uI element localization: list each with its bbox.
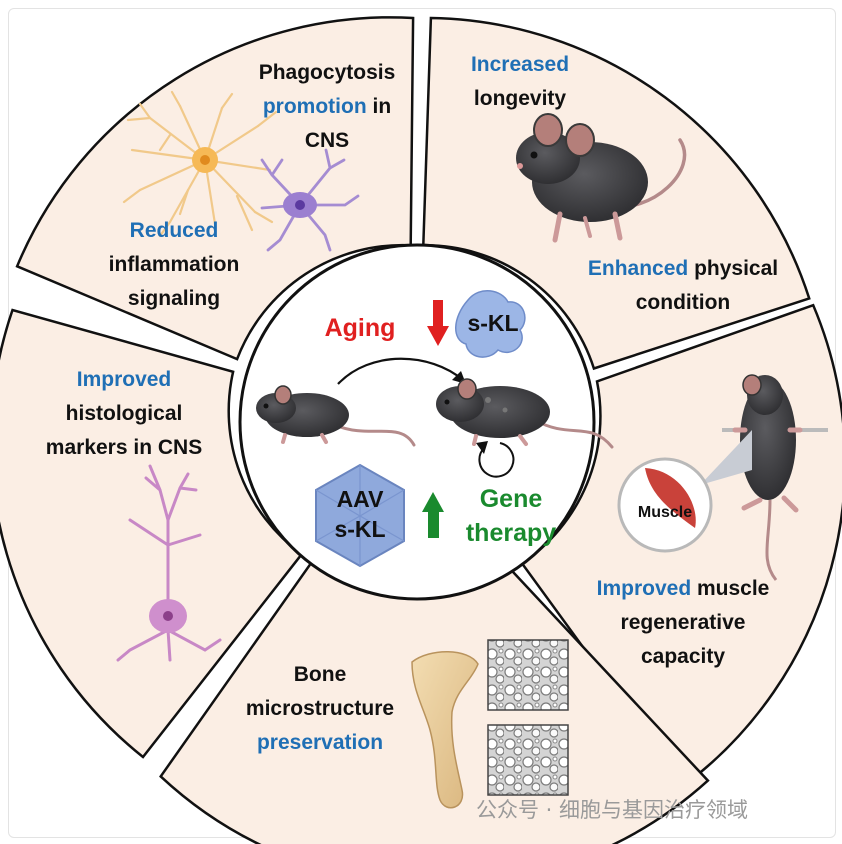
bone-line2: microstructure <box>245 697 395 720</box>
skl-label: s-KL <box>467 310 519 336</box>
bone-micro-image-top <box>487 639 569 711</box>
skl-protein-blob <box>455 290 526 358</box>
neuron-illustration <box>116 464 222 662</box>
phago-line1: Phagocytosis <box>258 61 396 84</box>
label-physical: Enhanced physical condition <box>566 252 800 320</box>
longevity-highlight: Increased <box>470 53 570 76</box>
microglia-illustration <box>260 148 360 252</box>
watermark-text: 公众号 · 细胞与基因治疗领域 <box>476 798 749 822</box>
physical-highlight: Enhanced <box>587 257 689 280</box>
label-muscle: Improved muscle regenerative capacity <box>572 572 794 674</box>
decrease-arrow <box>427 300 449 346</box>
aav-line2: s-KL <box>334 516 386 542</box>
aging-label: Aging <box>324 314 396 342</box>
inflam-highlight: Reduced <box>129 219 219 242</box>
aav-line1: AAV <box>336 486 384 512</box>
astrocyte-illustration <box>122 90 278 238</box>
aav-label: AAV s-KL <box>322 484 398 544</box>
physical-line1-rest: physical <box>688 257 779 280</box>
inflam-line2: inflammation <box>108 253 240 276</box>
label-phagocytosis: Phagocytosis promotion in CNS <box>238 56 416 158</box>
histology-highlight: Improved <box>76 368 172 391</box>
muscle-line3: capacity <box>640 645 726 668</box>
muscle-highlight: Improved <box>596 577 692 600</box>
mouse-longevity-illustration <box>516 113 687 243</box>
inflam-line3: signaling <box>127 287 221 310</box>
gene-line2: therapy <box>465 519 557 547</box>
physical-line2: condition <box>635 291 731 314</box>
histology-line2: histological <box>65 402 183 425</box>
muscle-zoom-circle <box>617 457 713 553</box>
cycle-arrowhead <box>476 441 488 454</box>
bone-highlight: preservation <box>256 731 384 754</box>
gene-therapy-label: Gene therapy <box>452 482 570 550</box>
bone-micro-image-bottom <box>487 724 569 796</box>
bone-illustration <box>411 651 479 809</box>
phago-line3: CNS <box>304 129 350 152</box>
rejuvenation-cycle-arrow <box>478 442 515 478</box>
label-bone: Bone microstructure preservation <box>232 658 408 760</box>
muscle-badge-label: Muscle <box>637 504 693 521</box>
neuron-nucleus <box>163 611 173 621</box>
muscle-line2: regenerative <box>620 611 746 634</box>
phago-highlight: promotion <box>262 95 367 118</box>
label-inflammation: Reduced inflammation signaling <box>84 214 264 316</box>
phago-line2: promotion in <box>238 90 416 124</box>
sector-cns-phagocytosis <box>15 16 415 361</box>
mouse-muscle-illustration <box>722 374 828 581</box>
gene-line1: Gene <box>479 485 543 513</box>
microglia-nucleus <box>295 200 305 210</box>
bone-line1: Bone <box>293 663 347 686</box>
aav-capsid-icon <box>315 463 405 568</box>
young-mouse-illustration <box>256 385 416 447</box>
astrocyte-nucleus <box>200 155 210 165</box>
zoom-wedge <box>700 430 752 485</box>
muscle-illustration <box>645 468 696 528</box>
longevity-line2: longevity <box>473 87 567 110</box>
label-histology: Improved histological markers in CNS <box>24 363 224 465</box>
increase-arrow <box>422 492 444 538</box>
label-longevity: Increased longevity <box>450 48 590 116</box>
histology-line3: markers in CNS <box>45 436 203 459</box>
muscle-line1-rest: muscle <box>691 577 770 600</box>
aged-mouse-illustration <box>436 378 614 449</box>
aging-arrow <box>337 357 464 385</box>
phago-line2-rest: in <box>366 95 392 118</box>
